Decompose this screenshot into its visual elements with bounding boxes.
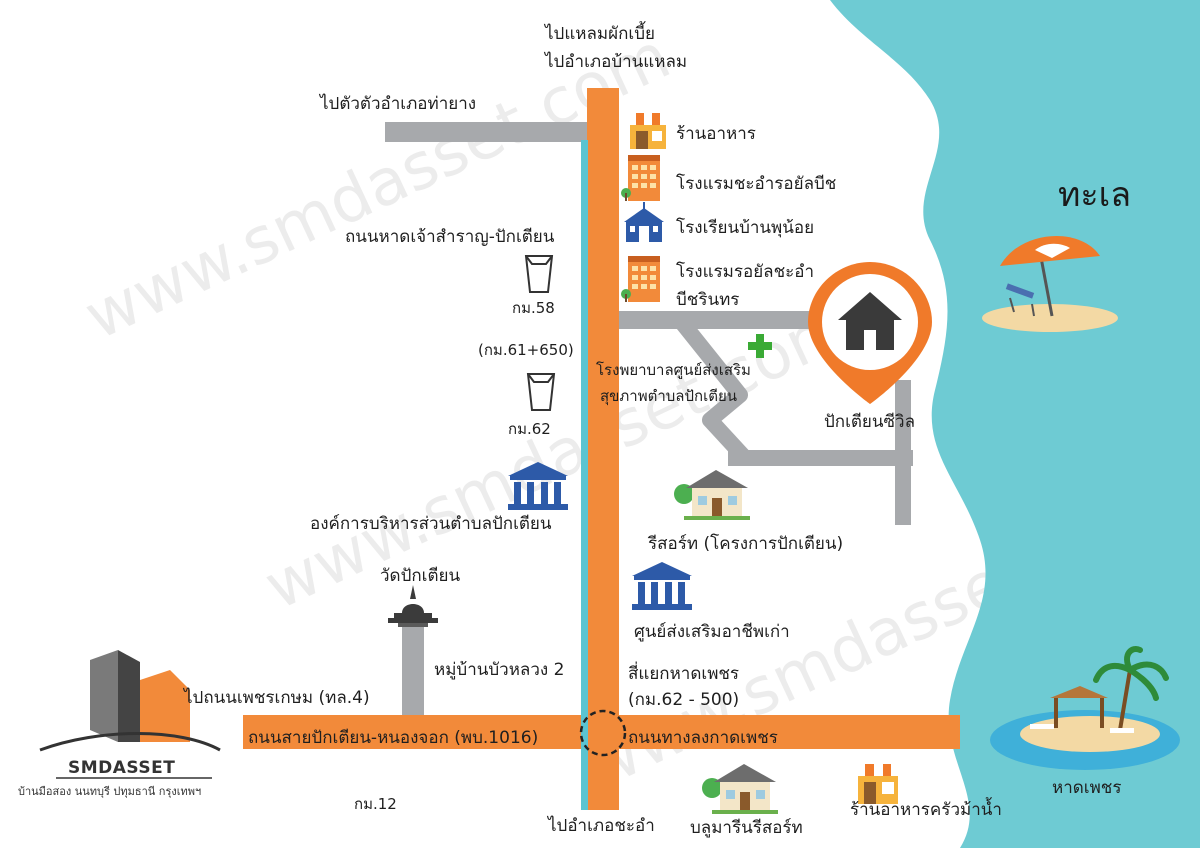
main-road-horizontal [243,715,960,749]
junction-circle [579,709,627,757]
label-chao-road: ถนนหาดเจ้าสำราญ-ปักเตียน [345,227,555,247]
green-cross-icon [748,334,772,358]
road-lower [728,450,913,466]
hotel-icon [621,256,660,302]
road-diagonal [673,315,751,464]
label-seafood: ร้านอาหารครัวม้าน้ำ [850,800,1002,820]
label-school: โรงเรียนบ้านพุน้อย [676,218,815,238]
shop-awning-icon [856,764,900,804]
road-vertical-right [895,380,911,525]
road-temple [402,620,424,735]
label-destination: ปักเตียนซีวิล [824,412,916,432]
label-junction-1: สี่แยกหาดเพชร [628,664,740,684]
label-south: ไปอำเภอชะอำ [548,816,655,836]
main-road-vertical [587,88,619,810]
label-village: หมู่บ้านบัวหลวง 2 [434,660,565,680]
label-km61: (กม.61+650) [478,341,574,359]
tropical-island-icon [990,646,1180,770]
label-elderly-center: ศูนย์ส่งเสริมอาชีพเก่า [634,622,790,642]
label-north-2: ไปอำเภอบ้านแหลม [545,52,688,72]
label-beach: หาดเพชร [1052,778,1122,798]
hotel-icon [621,155,660,201]
government-building-icon [508,462,568,510]
label-km12: กม.12 [354,795,397,813]
label-km62: กม.62 [508,420,551,438]
milestone-icon [526,373,556,411]
beach-umbrella-icon [982,235,1118,332]
road-to-destination [615,311,815,329]
label-north-1: ไปแหลมผักเบี้ย [545,24,655,44]
label-restaurant: ร้านอาหาร [676,124,756,144]
milestone-icon [524,255,554,293]
brand-name: SMDASSET [68,758,176,778]
label-road-left: ถนนสายปักเตียน-หนองจอก (พบ.1016) [248,728,539,748]
label-bluemarine: บลูมารีนรีสอร์ท [690,818,803,838]
school-icon [624,202,664,242]
restaurant-icon [628,113,668,149]
label-temple: วัดปักเตียน [380,566,461,586]
label-hospital-1: โรงพยาบาลศูนย์ส่งเสริม [596,361,751,379]
label-road-right: ถนนทางลงกาดเพชร [628,728,778,748]
house-icon [674,470,750,520]
house-icon [702,764,778,814]
label-resort: รีสอร์ท (โครงการปักเตียน) [648,534,844,554]
location-pin-icon [808,262,932,404]
brand-subtitle: บ้านมือสอง นนทบุรี ปทุมธานี กรุงเทพฯ [18,785,202,798]
label-hotel-2b: บีชรินทร [676,290,740,310]
road-tayang [385,122,610,142]
brand-logo-icon [39,650,221,752]
label-hospital-2: สุขภาพตำบลปักเตียน [600,387,737,405]
label-junction-2: (กม.62 - 500) [628,690,740,710]
government-building-icon [632,562,692,610]
canal-line [581,140,588,810]
sea-area [830,0,1200,848]
label-sea: ทะเล [1058,175,1132,215]
label-tayang: ไปตัวตัวอำเภอท่ายาง [320,94,477,114]
temple-icon [388,585,438,627]
label-phetkasem: ไปถนนเพชรเกษม (ทล.4) [184,688,370,708]
label-obt: องค์การบริหารส่วนตำบลปักเตียน [310,514,552,534]
label-hotel-2a: โรงแรมรอยัลชะอำ [676,262,815,282]
label-km58: กม.58 [512,299,555,317]
label-hotel-1: โรงแรมชะอำรอยัลบีช [676,174,837,194]
